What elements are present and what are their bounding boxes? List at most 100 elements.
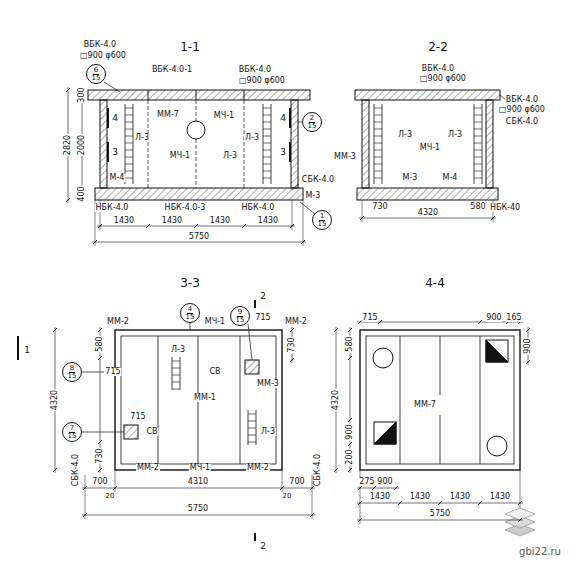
- callout-number: 15: [67, 373, 78, 380]
- part-mark: НБК-40: [489, 204, 521, 212]
- part-mark: М-4: [109, 174, 126, 182]
- opening-size: □900 φ600: [419, 75, 467, 83]
- dimension-value: 1430: [257, 217, 279, 225]
- part-mark: МЧ-1: [213, 112, 235, 120]
- section-title: 3-3: [179, 277, 201, 289]
- callout-circle: 415: [180, 303, 200, 323]
- part-mark: Л-3: [260, 428, 276, 436]
- dimension-value: 20: [282, 493, 293, 500]
- part-mark: ВБК-4.0: [238, 66, 272, 74]
- part-mark: СБК-4.0: [301, 176, 335, 184]
- dimension-value: 275: [358, 478, 375, 486]
- dimension-value: 4320: [332, 389, 340, 411]
- dimension-value: 300: [78, 86, 86, 103]
- dimension-value: 165: [505, 314, 522, 322]
- dimension-value: 4320: [51, 389, 59, 411]
- part-mark: МЧ-1: [169, 152, 191, 160]
- callout-circle: 115: [312, 210, 332, 230]
- part-mark: СВ: [145, 428, 158, 436]
- dimension-value: 715: [129, 413, 146, 421]
- dimension-value: 1430: [409, 493, 431, 501]
- part-mark: Л-3: [134, 134, 150, 142]
- callout-number: 8: [69, 365, 75, 373]
- part-mark: ММ-7: [156, 111, 180, 119]
- part-mark: Л-3: [397, 131, 413, 139]
- part-mark: ММ-3: [333, 153, 357, 161]
- dimension-value: 715: [104, 368, 121, 376]
- part-mark: МЧ-1: [204, 318, 226, 326]
- part-mark: ММ-1: [193, 394, 217, 402]
- callout-number: 4: [187, 306, 193, 314]
- section-title: 2-2: [427, 41, 449, 53]
- dimension-value: 1430: [449, 493, 471, 501]
- section-cut-mark: 2: [259, 542, 267, 551]
- part-mark: ММ-2: [246, 464, 270, 472]
- dimension-value: 1430: [489, 493, 511, 501]
- dimension-value: 2000: [78, 134, 86, 156]
- part-mark: ММ-7: [413, 401, 437, 409]
- dimension-value: 715: [254, 314, 271, 322]
- dimension-value: 400: [78, 185, 86, 202]
- part-mark: Л-3: [222, 152, 238, 160]
- callout-number: 15: [307, 123, 318, 130]
- dimension-value: 900: [485, 314, 502, 322]
- dimension-value: 730: [288, 336, 296, 353]
- callout-number: 15: [91, 75, 102, 82]
- callout-number: 6: [93, 67, 99, 75]
- section-title: 4-4: [424, 277, 446, 289]
- part-mark: ММ-2: [136, 464, 160, 472]
- part-mark: СБК-4.0: [72, 453, 80, 487]
- part-mark: М-3: [305, 192, 322, 200]
- part-mark: ВБК-4.0-1: [151, 66, 193, 74]
- dimension-value: 700: [91, 478, 108, 486]
- part-mark: МЧ-1: [419, 144, 441, 152]
- part-mark: СВ: [208, 368, 221, 376]
- dimension-value: 200: [346, 448, 354, 465]
- section-cut-mark: 3: [279, 148, 287, 157]
- dimension-value: 2820: [64, 134, 72, 156]
- part-mark: НБК-4.0: [241, 204, 276, 212]
- callout-number: 9: [237, 309, 243, 317]
- part-mark: Л-3: [244, 134, 260, 142]
- part-mark: М-4: [442, 174, 459, 182]
- part-mark: ММ-2: [106, 318, 130, 326]
- callout-number: 15: [67, 433, 78, 440]
- callout-number: 1: [319, 213, 325, 221]
- part-mark: СБК-4.0: [314, 453, 322, 487]
- callout-number: 2: [309, 115, 315, 123]
- opening-size: □900 φ600: [498, 106, 546, 114]
- part-mark: НБК-4.0-3: [164, 204, 207, 212]
- callout-circle: 715: [62, 422, 82, 442]
- part-mark: Л-3: [447, 131, 463, 139]
- dimension-value: 1430: [161, 217, 183, 225]
- section-cut-mark: 4: [279, 114, 287, 123]
- dimension-value: 730: [96, 447, 104, 464]
- callout-number: 7: [69, 425, 75, 433]
- opening-size: □900 φ600: [238, 77, 286, 85]
- dimension-value: 700: [288, 478, 305, 486]
- dimension-value: 580: [469, 203, 486, 211]
- dimension-value: 715: [361, 314, 378, 322]
- part-mark: ВБК-4.0: [421, 65, 455, 73]
- dimension-value: 4310: [187, 478, 209, 486]
- dimension-value: 5750: [187, 505, 209, 513]
- dimension-value: 5750: [429, 510, 451, 518]
- dimension-value: 1430: [369, 493, 391, 501]
- part-mark: Л-3: [170, 346, 186, 354]
- watermark: gbi22.ru: [518, 547, 562, 557]
- part-mark: ММ-3: [256, 380, 280, 388]
- section-cut-mark: 2: [259, 292, 267, 301]
- part-mark: М-3: [402, 174, 419, 182]
- dimension-value: 20: [105, 493, 116, 500]
- part-mark: ММ-2: [284, 318, 308, 326]
- dimension-value: 900: [524, 337, 532, 354]
- callout-circle: 615: [86, 64, 106, 84]
- part-mark: МЧ-1: [189, 464, 211, 472]
- dimension-value: 900: [376, 478, 393, 486]
- dimension-value: 5750: [188, 233, 210, 241]
- section-cut-mark: 4: [111, 114, 119, 123]
- dimension-value: 730: [371, 203, 388, 211]
